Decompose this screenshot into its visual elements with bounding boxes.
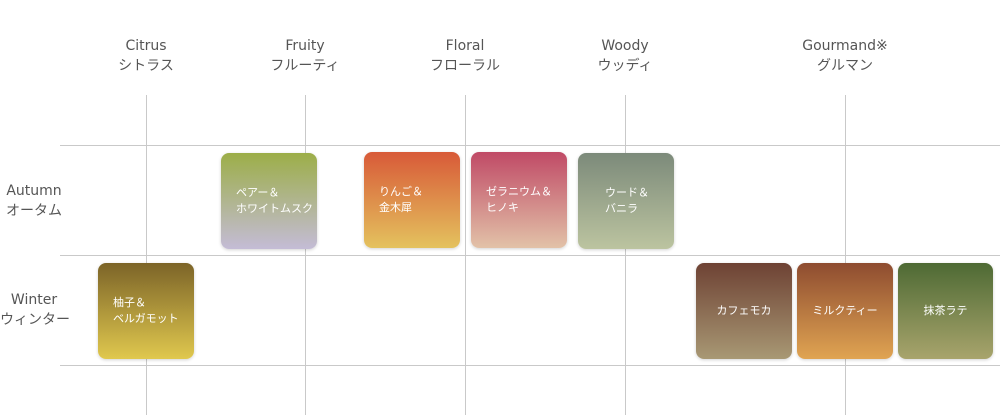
column-label-ja: フルーティ xyxy=(270,58,340,74)
card-label-line: ペアー＆ xyxy=(236,186,280,199)
column-label-en: Gourmand※ xyxy=(802,38,888,54)
card-label-line: ゼラニウム＆ xyxy=(486,185,552,198)
row-header-autumn: Autumn オータム xyxy=(0,181,68,221)
column-label-en: Fruity xyxy=(285,38,325,54)
row-label-en: Autumn xyxy=(6,183,62,199)
card-label-line: ミルクティー xyxy=(812,304,878,317)
card-label-line: 柚子＆ xyxy=(113,296,146,309)
card-label-line: カフェモカ xyxy=(716,304,772,317)
grid-line-top xyxy=(60,145,1000,146)
scent-card-yuzu-bergamot[interactable]: 柚子＆ ベルガモット xyxy=(98,263,194,359)
card-label-line: バニラ xyxy=(605,202,638,215)
row-label-ja: オータム xyxy=(6,203,62,219)
column-header-gourmand: Gourmand※ グルマン xyxy=(775,36,915,76)
grid-line-bottom xyxy=(60,365,1000,366)
column-header-citrus: Citrus シトラス xyxy=(76,36,216,76)
scent-card-cafe-mocha[interactable]: カフェモカ xyxy=(696,263,792,359)
card-label-line: 金木犀 xyxy=(379,201,412,214)
column-label-ja: ウッディ xyxy=(597,58,653,74)
column-header-woody: Woody ウッディ xyxy=(555,36,695,76)
row-label-ja: ウィンター xyxy=(0,312,70,328)
row-header-winter: Winter ウィンター xyxy=(0,290,70,330)
scent-card-milk-tea[interactable]: ミルクティー xyxy=(797,263,893,359)
column-label-ja: グルマン xyxy=(817,58,873,74)
grid-line-middle xyxy=(60,255,1000,256)
column-label-en: Woody xyxy=(601,38,649,54)
card-label-line: ベルガモット xyxy=(113,312,179,325)
row-label-en: Winter xyxy=(10,292,58,308)
scent-card-matcha-latte[interactable]: 抹茶ラテ xyxy=(898,263,993,359)
column-header-floral: Floral フローラル xyxy=(395,36,535,76)
column-label-en: Citrus xyxy=(125,38,167,54)
scent-card-oud-vanilla[interactable]: ウード＆ バニラ xyxy=(578,153,674,249)
column-label-en: Floral xyxy=(445,38,485,54)
column-header-fruity: Fruity フルーティ xyxy=(235,36,375,76)
card-label-line: ウード＆ xyxy=(605,186,649,199)
scent-card-apple-osmanthus[interactable]: りんご＆ 金木犀 xyxy=(364,152,460,248)
card-label-line: ヒノキ xyxy=(486,201,519,214)
scent-card-pear-white-musk[interactable]: ペアー＆ ホワイトムスク xyxy=(221,153,317,249)
card-label-line: ホワイトムスク xyxy=(236,202,313,215)
card-label-line: りんご＆ xyxy=(379,185,423,198)
card-label-line: 抹茶ラテ xyxy=(923,304,968,317)
scent-card-geranium-hinoki[interactable]: ゼラニウム＆ ヒノキ xyxy=(471,152,567,248)
column-label-ja: フローラル xyxy=(430,58,500,74)
column-label-ja: シトラス xyxy=(118,58,174,74)
